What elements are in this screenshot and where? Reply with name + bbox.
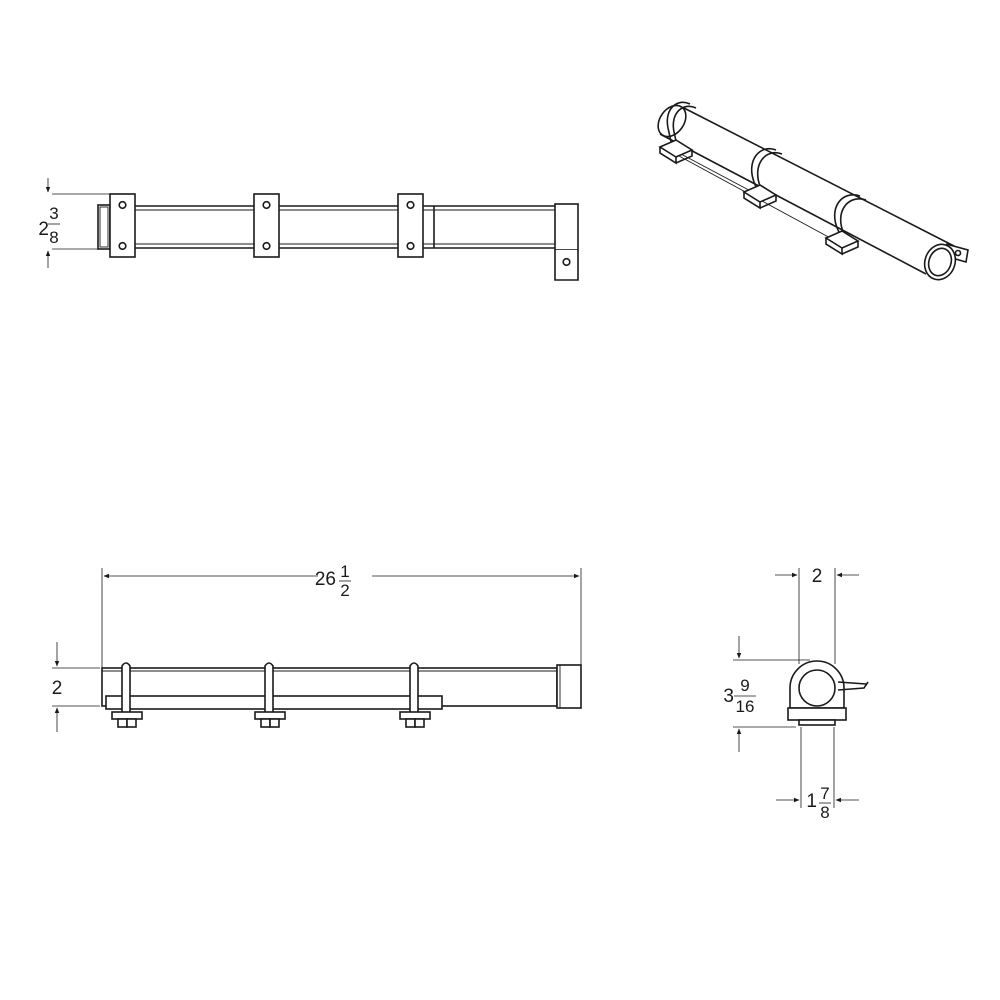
iso-clamp-1 bbox=[658, 101, 697, 165]
overall-length-dimension: 26 1 2 bbox=[101, 562, 582, 668]
side-ubolt-2 bbox=[254, 662, 286, 728]
overall-length-denominator: 2 bbox=[340, 581, 349, 600]
end-base-numerator: 7 bbox=[820, 784, 829, 803]
end-base-denominator: 8 bbox=[820, 803, 829, 822]
side-ubolt-3 bbox=[399, 662, 431, 728]
iso-end-cap bbox=[923, 243, 969, 281]
side-view: 26 1 2 bbox=[52, 562, 582, 732]
side-ubolt-1 bbox=[111, 662, 143, 728]
isometric-view bbox=[657, 101, 969, 281]
front-clamp-3 bbox=[397, 193, 424, 258]
front-height-whole: 2 bbox=[38, 219, 49, 240]
end-width-dimension: 2 bbox=[775, 566, 859, 664]
end-base-whole: 1 bbox=[806, 791, 817, 812]
end-height-numerator: 9 bbox=[740, 676, 749, 695]
end-height-dimension: 3 9 16 bbox=[723, 636, 810, 752]
front-height-numerator: 3 bbox=[49, 204, 58, 223]
iso-clamp-3 bbox=[824, 194, 867, 256]
front-end-bracket bbox=[554, 203, 579, 281]
front-view: 2 3 8 bbox=[38, 178, 579, 281]
end-height-denominator: 16 bbox=[736, 697, 755, 716]
side-height-dimension: 2 bbox=[52, 642, 100, 732]
iso-clamp-2 bbox=[742, 147, 783, 210]
end-width-label: 2 bbox=[812, 566, 823, 587]
overall-length-numerator: 1 bbox=[340, 562, 349, 581]
front-clamp-2 bbox=[253, 193, 280, 258]
front-height-dimension: 2 3 8 bbox=[38, 178, 112, 268]
front-clamp-1 bbox=[109, 193, 136, 258]
overall-length-whole: 26 bbox=[315, 569, 336, 590]
side-height-label: 2 bbox=[52, 678, 63, 699]
end-height-whole: 3 bbox=[723, 686, 734, 707]
front-height-denominator: 8 bbox=[49, 228, 58, 247]
end-view: 2 3 9 16 1 7 8 bbox=[723, 566, 869, 822]
end-base-dimension: 1 7 8 bbox=[776, 727, 859, 822]
